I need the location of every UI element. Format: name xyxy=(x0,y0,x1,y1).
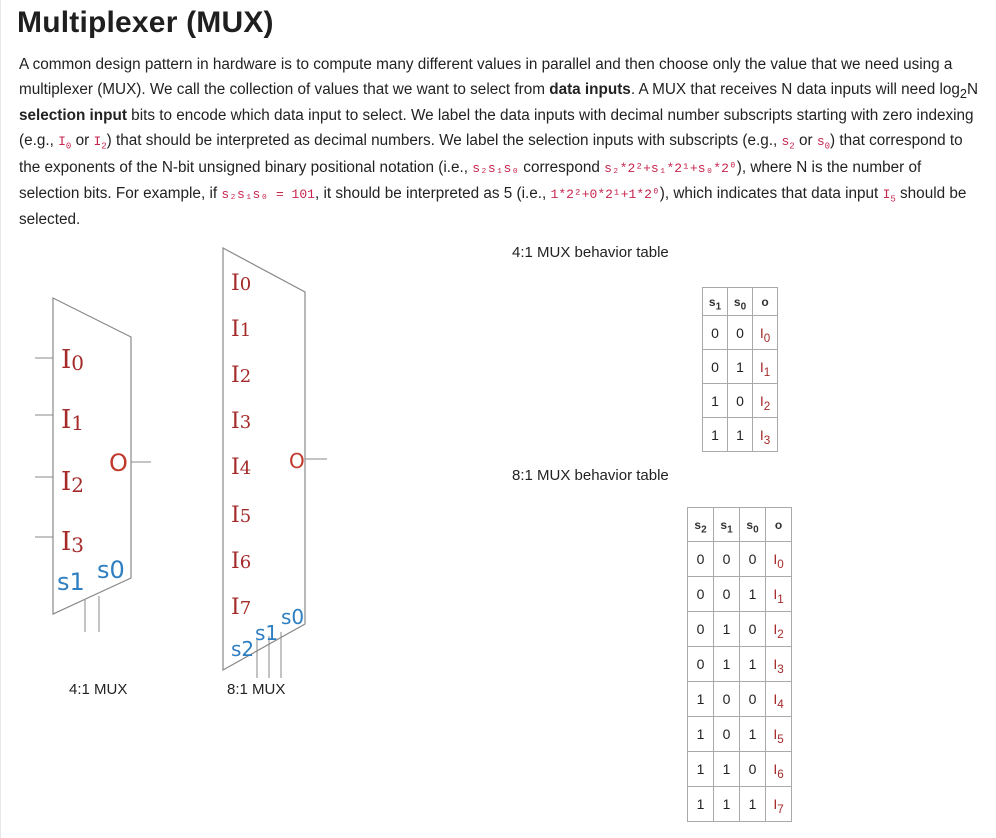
header-cell: s0 xyxy=(739,507,766,542)
mux4-sel0-label: s0 xyxy=(97,556,125,584)
mux4-caption: 4:1 MUX xyxy=(69,681,128,698)
table-header-row: s1 s0 o xyxy=(702,287,778,316)
mux4-sel1-label: s1 xyxy=(57,568,85,596)
mux4-input-label: I2 xyxy=(61,467,84,497)
mux8-input-label: I2 xyxy=(231,363,251,388)
text-run: , it should be interpreted as 5 (i.e., xyxy=(314,185,551,203)
mux8-sel0-label: s0 xyxy=(281,605,304,629)
mux8-input-label: I3 xyxy=(231,409,251,434)
text-run: ), which indicates that data input xyxy=(659,185,883,203)
header-cell: s1 xyxy=(713,507,740,542)
mux4-input-label: I3 xyxy=(61,527,84,557)
code-i2: I2 xyxy=(93,134,107,152)
mux8-output-label: O xyxy=(289,449,305,473)
code-example-101: s₂s₁s₀ = 101 xyxy=(221,187,315,203)
table8-caption: 8:1 MUX behavior table xyxy=(512,467,669,484)
mux4-diagram: I0 I1 I2 I3 O s1 s0 xyxy=(35,297,151,632)
table-header-row: s2 s1 s0 o xyxy=(687,507,792,542)
mux8-sel1-label: s1 xyxy=(255,621,278,645)
mux8-input-label: I5 xyxy=(231,503,251,528)
mux4-body xyxy=(52,297,132,615)
code-positional-formula: s₂*2²+s₁*2¹+s₀*2⁰ xyxy=(604,160,737,176)
mux4-output-label: O xyxy=(109,449,128,477)
code-i0: I0 xyxy=(58,134,72,152)
text-run: or xyxy=(794,132,817,150)
mux8-diagram: I0 I1 I2 I3 I4 I5 I6 I7 O s2 s1 s0 xyxy=(222,246,327,678)
mux8-input-label: I6 xyxy=(231,549,251,574)
page-title: Multiplexer (MUX) xyxy=(17,6,274,39)
code-example-formula: 1*2²+0*2¹+1*2⁰ xyxy=(550,187,660,203)
mux4-input-label: I1 xyxy=(61,405,84,435)
term-selection-input: selection input xyxy=(19,106,127,124)
text-run: . A MUX that receives N data inputs will… xyxy=(630,81,960,99)
mux8-caption: 8:1 MUX xyxy=(227,681,286,698)
code-s0: s0 xyxy=(816,134,831,152)
mux8-input-label: I4 xyxy=(231,455,251,480)
text-run: correspond xyxy=(519,158,605,176)
text-run: ) that correspond to the exponents of th… xyxy=(19,132,963,176)
term-data-inputs: data inputs xyxy=(549,81,631,99)
header-cell: o xyxy=(752,287,778,316)
text-run: ), where N is the number of selection bi… xyxy=(19,158,922,203)
text-run: A common design pattern in hardware is t… xyxy=(19,56,953,99)
text-run: should be selected. xyxy=(19,185,967,229)
code-s2: s2 xyxy=(781,134,795,152)
intro-paragraph: A common design pattern in hardware is t… xyxy=(19,52,979,233)
mux8-sel2-label: s2 xyxy=(231,637,254,661)
header-cell: o xyxy=(765,507,792,542)
header-cell: s2 xyxy=(687,507,714,542)
text-run: ) that should be interpreted as decimal … xyxy=(106,132,782,150)
code-i5: I5 xyxy=(882,187,896,205)
mux8-input-label: I7 xyxy=(231,595,251,620)
mux4-input-label: I0 xyxy=(61,345,84,375)
header-cell: s0 xyxy=(727,287,753,316)
text-run: bits to encode which data input to selec… xyxy=(19,106,974,150)
text-run: or xyxy=(71,132,94,150)
mux8-body xyxy=(222,246,306,672)
log-subscript: 2 xyxy=(959,86,967,102)
header-cell: s1 xyxy=(702,287,728,316)
table4-caption: 4:1 MUX behavior table xyxy=(512,244,669,261)
code-s2s1s0: s₂s₁s₀ xyxy=(472,160,520,176)
mux8-input-label: I1 xyxy=(231,317,251,342)
mux8-input-label: I0 xyxy=(231,271,251,296)
text-run: N xyxy=(966,81,979,99)
